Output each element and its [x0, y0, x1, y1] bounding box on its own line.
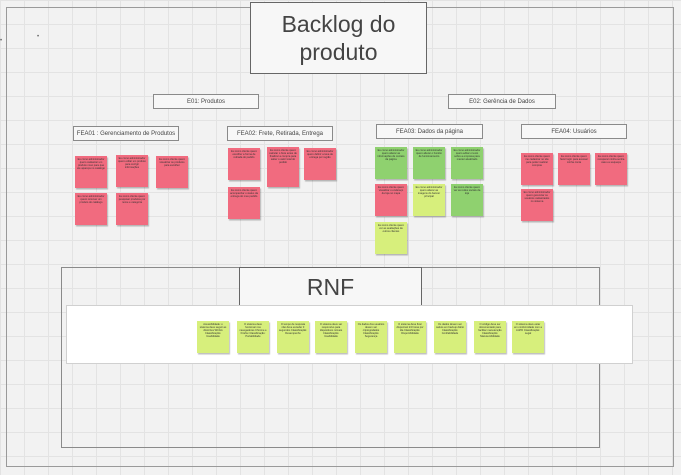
- feature-fea04-label: FEA04: Usuários: [551, 128, 597, 135]
- sticky-note-text: Eu como cliente quero visualizar os prod…: [159, 158, 185, 167]
- sticky-note-text: Eu como administrador quero editar um pr…: [118, 157, 146, 169]
- rnf-title-text: RNF: [306, 273, 355, 300]
- sticky-note[interactable]: Eu como cliente quero pesquisar produtos…: [116, 193, 148, 225]
- sticky-note-text: Os dados devem ser salvos em backup diár…: [436, 323, 464, 335]
- rnf-sticky-note[interactable]: O tempo de resposta não deve exceder 3 s…: [277, 321, 309, 353]
- rnf-sticky-note[interactable]: O sistema deve ficar disponível 24 horas…: [394, 321, 426, 353]
- sticky-note[interactable]: Eu como administrador quero alterar as i…: [413, 184, 445, 216]
- rnf-sticky-note[interactable]: Acessibilidade: o sistema deve seguir as…: [197, 321, 229, 353]
- sticky-note-text: Acessibilidade: o sistema deve seguir as…: [199, 323, 227, 338]
- sticky-note[interactable]: Eu como cliente quero recuperar minha se…: [595, 153, 627, 185]
- sticky-note[interactable]: Eu como cliente quero escolher a forma d…: [228, 148, 260, 180]
- rnf-sticky-note[interactable]: O sistema deve funcionar nos navegadores…: [237, 321, 269, 353]
- feature-fea03[interactable]: FEA03: Dados da página: [376, 124, 483, 139]
- feature-fea04[interactable]: FEA04: Usuários: [521, 124, 627, 139]
- board-title[interactable]: Backlog do produto: [250, 2, 427, 74]
- board-title-text: Backlog do produto: [281, 11, 396, 65]
- sticky-note-text: Eu como administrador quero remover um p…: [77, 195, 105, 204]
- sticky-note-text: O sistema deve ficar disponível 24 horas…: [396, 323, 424, 335]
- sticky-note-text: Eu como cliente quero escolher a forma d…: [231, 150, 257, 159]
- sticky-note[interactable]: Eu como administrador quero editar o tex…: [451, 147, 483, 179]
- sticky-note[interactable]: Eu como cliente quero ver as avaliações …: [375, 222, 407, 254]
- sticky-note-text: O sistema deve ser responsivo para dispo…: [319, 323, 343, 338]
- sticky-note[interactable]: Eu como cliente quero fazer login para a…: [558, 153, 590, 185]
- sticky-note-text: Eu como cliente quero ver as redes socia…: [453, 186, 481, 195]
- sticky-note[interactable]: Eu como administrador quero alterar o ho…: [413, 147, 445, 179]
- rnf-band: [66, 305, 633, 364]
- sticky-note-text: Eu como cliente quero ver as avaliações …: [378, 224, 404, 233]
- sticky-note-text: O código deve ser documentado para facil…: [478, 323, 502, 338]
- epic-data-management-label: E02: Gerência de Dados: [469, 98, 535, 105]
- sticky-note[interactable]: Eu como cliente quero me cadastrar no si…: [521, 153, 553, 185]
- sticky-note-text: Eu como cliente quero acompanhar o statu…: [230, 189, 258, 198]
- sticky-note[interactable]: Eu como cliente quero ver as redes socia…: [451, 184, 483, 216]
- canvas-dot: •: [37, 34, 40, 40]
- feature-fea02-label: FEA02: Frete, Retirada, Entrega: [236, 130, 324, 137]
- sticky-note-text: Eu como administrador quero cadastrar um…: [77, 158, 105, 170]
- sticky-note[interactable]: Eu como administrador quero cadastrar um…: [75, 156, 107, 188]
- sticky-note-text: Eu como cliente quero calcular o frete a…: [269, 149, 297, 164]
- sticky-note-text: Eu como administrador quero alterar as i…: [377, 149, 405, 161]
- epic-products[interactable]: E01: Produtos: [153, 94, 259, 109]
- sticky-note[interactable]: Eu como administrador quero remover um p…: [75, 193, 107, 225]
- feature-fea03-label: FEA03: Dados da página: [395, 128, 464, 135]
- sticky-note-text: Eu como cliente quero recuperar minha se…: [597, 155, 625, 164]
- rnf-title[interactable]: RNF: [239, 267, 422, 307]
- sticky-note-text: Eu como administrador quero alterar as i…: [415, 186, 443, 198]
- sticky-note-text: Eu como administrador quero gerenciar os…: [523, 191, 551, 203]
- sticky-note[interactable]: Eu como administrador quero editar um pr…: [116, 155, 148, 187]
- cursor-marker: •: [0, 38, 3, 44]
- sticky-note-text: Eu como administrador quero definir a ta…: [306, 150, 334, 159]
- sticky-note-text: Eu como administrador quero editar o tex…: [453, 149, 481, 161]
- sticky-note[interactable]: Eu como administrador quero alterar as i…: [375, 147, 407, 179]
- rnf-sticky-note[interactable]: Os dados devem ser salvos em backup diár…: [434, 321, 466, 353]
- feature-fea01-label: FEA01 : Gerenciamento de Produtos: [76, 130, 176, 137]
- epic-data-management[interactable]: E02: Gerência de Dados: [448, 94, 556, 109]
- sticky-note-text: Eu como cliente quero fazer login para a…: [560, 155, 588, 164]
- sticky-note-text: O sistema deve estar em conformidade com…: [514, 323, 542, 335]
- sticky-note-text: Eu como administrador quero alterar o ho…: [415, 149, 443, 158]
- sticky-note-text: Eu como cliente quero visualizar o ender…: [378, 186, 404, 195]
- sticky-note[interactable]: Eu como administrador quero definir a ta…: [304, 148, 336, 180]
- feature-fea02[interactable]: FEA02: Frete, Retirada, Entrega: [227, 126, 333, 141]
- rnf-sticky-note[interactable]: Os dados dos usuários devem ser criptogr…: [355, 321, 387, 353]
- sticky-note-text: O sistema deve funcionar nos navegadores…: [239, 323, 267, 338]
- rnf-sticky-note[interactable]: O sistema deve ser responsivo para dispo…: [315, 321, 347, 353]
- rnf-sticky-note[interactable]: O código deve ser documentado para facil…: [474, 321, 506, 353]
- rnf-sticky-note[interactable]: O sistema deve estar em conformidade com…: [512, 321, 544, 353]
- sticky-note[interactable]: Eu como cliente quero calcular o frete a…: [267, 147, 299, 187]
- sticky-note[interactable]: Eu como administrador quero gerenciar os…: [521, 189, 553, 221]
- sticky-note-text: Eu como cliente quero pesquisar produtos…: [118, 195, 146, 204]
- sticky-note-text: Os dados dos usuários devem ser criptogr…: [357, 323, 385, 338]
- epic-products-label: E01: Produtos: [186, 98, 226, 105]
- sticky-note-text: Eu como cliente quero me cadastrar no si…: [524, 155, 550, 167]
- sticky-note[interactable]: Eu como cliente quero visualizar os prod…: [156, 156, 188, 188]
- sticky-note[interactable]: Eu como cliente quero acompanhar o statu…: [228, 187, 260, 219]
- sticky-note[interactable]: Eu como cliente quero visualizar o ender…: [375, 184, 407, 216]
- sticky-note-text: O tempo de resposta não deve exceder 3 s…: [279, 323, 307, 335]
- feature-fea01[interactable]: FEA01 : Gerenciamento de Produtos: [73, 126, 179, 141]
